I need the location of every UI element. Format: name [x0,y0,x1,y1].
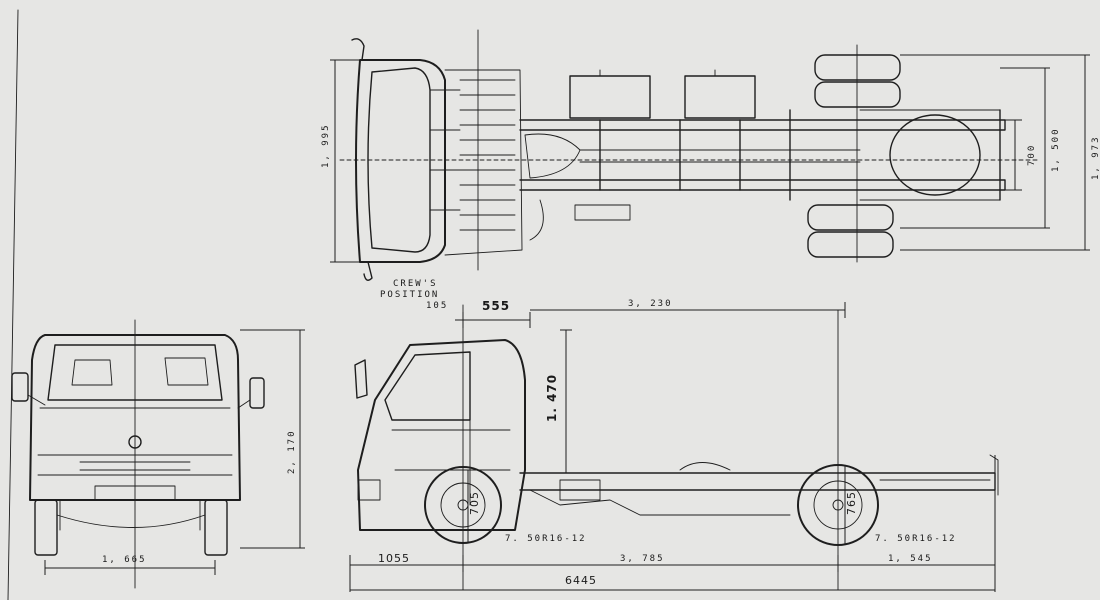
top-view-mirror-right [363,261,373,281]
dim-overall-height: 2, 170 [287,429,297,474]
top-view: 1, 995 700 1, 500 1, 973 CREW'S POSITION… [321,29,1100,311]
front-view-mirror-left [11,372,29,402]
top-view-cab-roof [367,67,431,253]
dim-cab-width: 1, 995 [321,123,331,168]
top-view-battery-box [684,75,756,119]
dim-front-overhang: 1055 [378,552,410,565]
top-view-rear-wheels-right [807,204,894,258]
dim-overall-length: 6445 [565,574,597,587]
dim-rear-tire-radius: 765 [845,491,858,515]
dim-front-axle-to-rear: 3, 785 [620,554,665,564]
front-view-tire-left [34,499,58,556]
front-view-cab [29,334,241,501]
side-view-cab [357,339,526,531]
crew-position-value: 105 [426,301,448,311]
dim-bottom-lines [349,455,996,592]
front-tire-size: 7. 50R16-12 [505,534,587,544]
top-view-mirror-left [351,38,365,61]
top-view-engine [524,133,581,179]
dim-overall-width: 1, 973 [1091,135,1100,180]
dim-front-track: 1, 665 [102,555,147,565]
top-view-driveshaft [579,149,861,163]
front-view: 1, 665 2, 170 [11,319,305,589]
dim-front-tire-radius: 705 [468,491,481,515]
front-view-mirror-right [249,377,265,409]
dim-cab-to-axle-line [455,312,531,328]
rear-tire-size: 7. 50R16-12 [875,534,957,544]
side-view-window [384,351,471,421]
side-view: 555 3, 230 1. 470 705 765 7. 50R16-12 7.… [349,299,999,592]
side-view-mirror [354,359,368,399]
dim-cab-height: 1. 470 [545,374,559,422]
dim-cab-to-axle: 555 [482,299,510,313]
dim-frame-width: 700 [1027,144,1037,166]
front-view-tire-right [204,499,228,556]
dim-rear-track: 1, 500 [1051,127,1061,172]
dim-cab-width-line [330,59,360,263]
dim-rear-overhang: 1, 545 [888,554,933,564]
top-view-cab [355,59,446,263]
dim-wheelbase: 3, 230 [628,299,673,309]
top-view-rear-wheels-left [814,54,901,108]
front-view-windshield [47,344,223,401]
crew-position-label-2: POSITION [380,290,439,300]
side-view-frame [519,472,996,491]
top-view-rear-axle-housing [889,114,981,196]
top-view-frame-rails [519,109,1006,201]
crew-position-label-1: CREW'S [393,279,438,289]
sheet-edge-line [7,9,19,600]
top-view-fuel-tank [569,75,651,119]
dim-front-track-line [44,560,216,575]
